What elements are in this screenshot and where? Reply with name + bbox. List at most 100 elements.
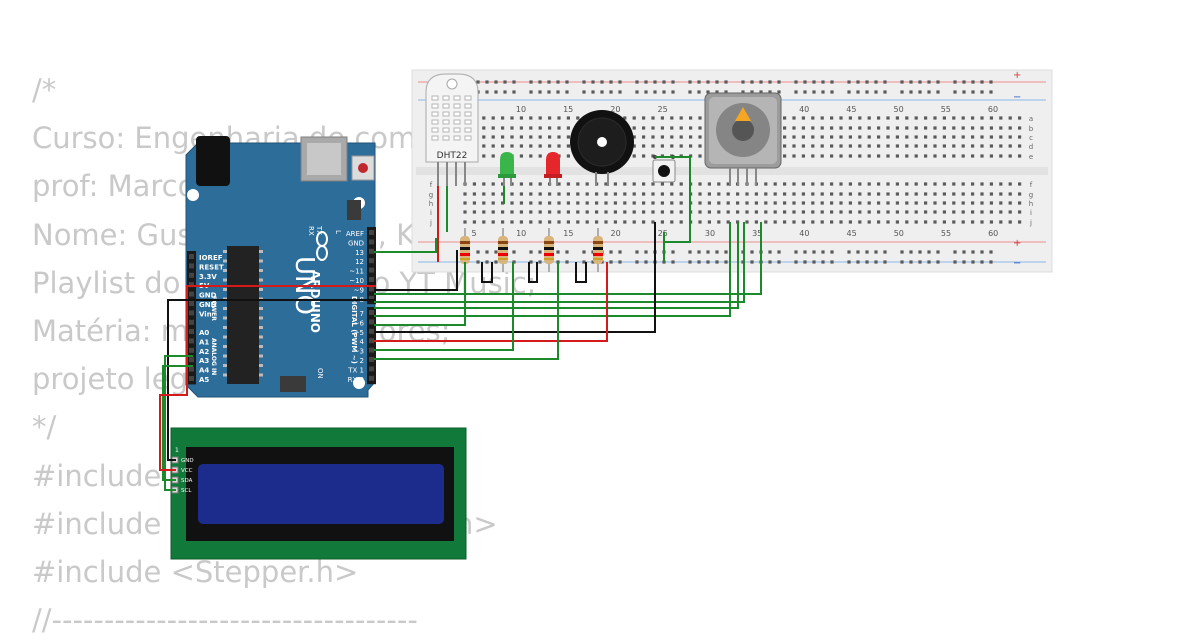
header-pin[interactable] — [369, 375, 374, 381]
breadboard-hole — [491, 182, 495, 186]
breadboard-hole — [989, 135, 993, 139]
header-pin[interactable] — [189, 329, 194, 334]
chip-pin — [259, 326, 263, 329]
breadboard-hole — [566, 201, 570, 205]
breadboard-hole — [566, 144, 570, 148]
breadboard-hole — [821, 90, 825, 94]
breadboard-hole — [856, 90, 860, 94]
breadboard-hole — [783, 154, 787, 158]
analog-label: ANALOG IN — [210, 338, 217, 375]
header-pin[interactable] — [189, 366, 194, 372]
dht22-sensor[interactable]: DHT22 — [425, 73, 479, 186]
header-pin[interactable] — [189, 301, 194, 306]
breadboard-hole — [980, 182, 984, 186]
header-pin[interactable] — [369, 347, 374, 353]
resistor[interactable] — [498, 228, 508, 272]
chip-pin — [259, 278, 263, 282]
header-pin[interactable] — [189, 347, 194, 353]
header-pin[interactable] — [369, 230, 374, 235]
arduino-uno[interactable]: ARDUINO UNO ON L TX RX DIGITAL (PWM ~) P… — [185, 136, 376, 398]
stepper-motor[interactable] — [704, 92, 782, 186]
header-pin[interactable] — [189, 254, 194, 259]
header-pin[interactable] — [369, 357, 374, 362]
breadboard-hole — [886, 126, 890, 130]
breadboard-hole — [980, 126, 984, 130]
header-pin[interactable] — [369, 338, 374, 344]
rail-minus-label: − — [1013, 258, 1021, 269]
breadboard-hole — [989, 182, 993, 186]
lcd-pin-label: GND — [181, 458, 194, 464]
breadboard-hole — [783, 210, 787, 214]
power-label: POWER — [210, 296, 217, 321]
breadboard-hole — [660, 144, 664, 148]
header-pin[interactable] — [369, 310, 374, 315]
breadboard-holes — [463, 80, 1022, 264]
breadboard-jumpers — [437, 156, 691, 283]
breadboard-hole — [961, 210, 965, 214]
green-led[interactable] — [498, 152, 516, 186]
breadboard-hole — [877, 220, 881, 224]
header-pin[interactable] — [189, 263, 194, 269]
breadboard-hole — [501, 182, 505, 186]
breadboard-hole — [679, 135, 683, 139]
buzzer[interactable] — [570, 110, 634, 186]
breadboard-hole — [557, 182, 561, 186]
breadboard-hole — [726, 192, 730, 196]
breadboard-hole — [548, 135, 552, 139]
lcd-pin-label: SCL — [181, 488, 192, 494]
header-pin[interactable] — [369, 295, 374, 301]
header-pin[interactable] — [189, 319, 194, 325]
breadboard-hole — [877, 135, 881, 139]
breadboard-hole — [660, 210, 664, 214]
column-label: 60 — [988, 229, 998, 238]
red-led[interactable] — [544, 152, 562, 186]
breadboard-hole — [670, 182, 674, 186]
breadboard-hole — [485, 260, 489, 264]
header-pin[interactable] — [189, 282, 194, 288]
header-pin[interactable] — [189, 272, 194, 278]
digital-pin-label: 12 — [355, 258, 364, 266]
breadboard-hole — [644, 250, 648, 254]
header-pin[interactable] — [369, 277, 374, 282]
breadboard-hole — [724, 260, 728, 264]
breadboard-hole — [565, 260, 569, 264]
breadboard-hole — [999, 135, 1003, 139]
header-pin[interactable] — [369, 248, 374, 254]
header-pin[interactable] — [369, 286, 374, 292]
header-pin[interactable] — [369, 319, 374, 325]
header-pin[interactable] — [369, 366, 374, 372]
resistor[interactable] — [593, 228, 603, 272]
breadboard-hole — [538, 192, 542, 196]
header-pin[interactable] — [369, 239, 374, 245]
breadboard-hole — [914, 154, 918, 158]
header-pin[interactable] — [369, 267, 374, 273]
resistor[interactable] — [544, 228, 554, 272]
breadboard-hole — [501, 126, 505, 130]
header-pin[interactable] — [369, 328, 374, 334]
header-pin[interactable] — [189, 310, 194, 316]
breadboard-hole — [905, 201, 909, 205]
breadboard-hole — [811, 201, 815, 205]
breadboard-hole — [662, 90, 666, 94]
breadboard-hole — [482, 154, 486, 158]
breadboard-hole — [566, 220, 570, 224]
breadboard-hole — [839, 210, 843, 214]
breadboard-hole — [942, 135, 946, 139]
breadboard-hole — [697, 90, 701, 94]
breadboard-hole — [867, 201, 871, 205]
header-pin[interactable] — [189, 291, 194, 297]
digital-pin-label: ~6 — [354, 319, 365, 327]
breadboard-hole — [895, 220, 899, 224]
header-pin[interactable] — [189, 357, 194, 363]
header-pin[interactable] — [189, 376, 194, 381]
header-pin[interactable] — [189, 338, 194, 344]
breadboard-hole — [679, 144, 683, 148]
header-pin[interactable] — [369, 258, 374, 264]
breadboard-hole — [883, 90, 887, 94]
breadboard-hole — [886, 135, 890, 139]
row-label: d — [1029, 143, 1033, 151]
breadboard-hole — [952, 220, 956, 224]
breadboard-hole — [482, 126, 486, 130]
dht22-vent — [453, 95, 461, 101]
